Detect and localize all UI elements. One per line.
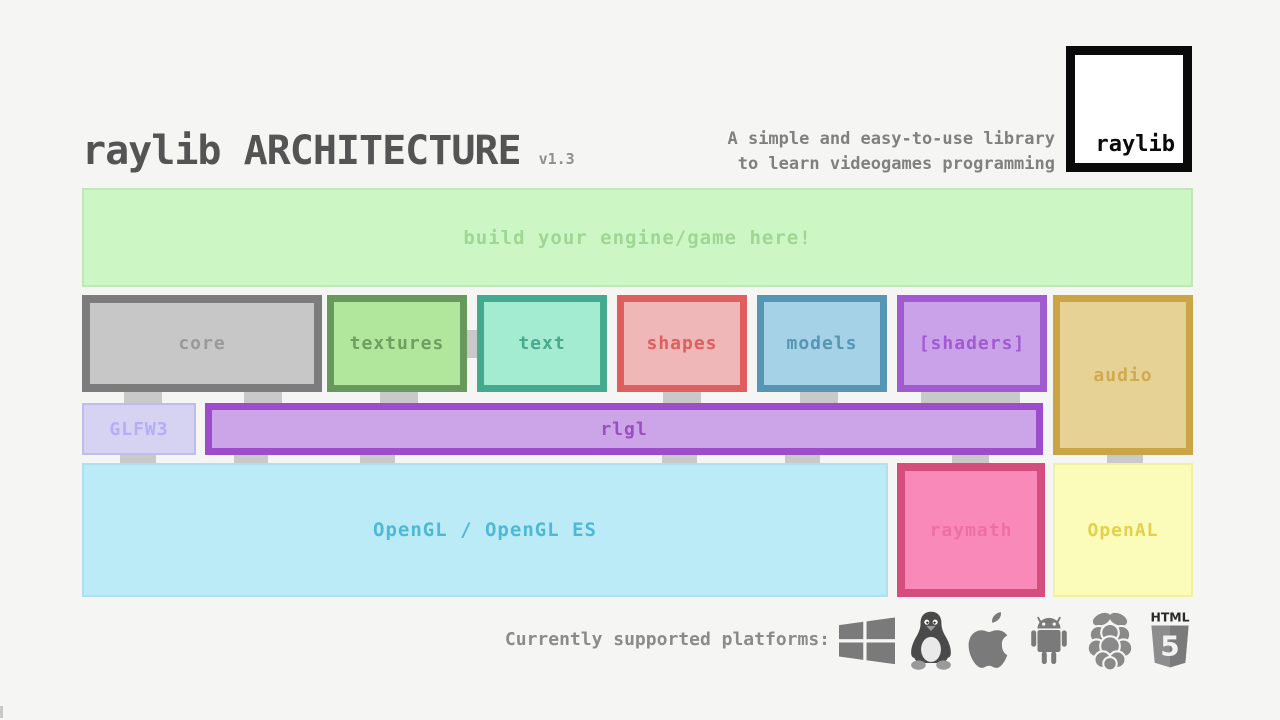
module-models-label: models xyxy=(786,333,858,354)
module-text: text xyxy=(477,295,607,392)
html5-icon: HTML 5 xyxy=(1146,611,1194,671)
platform-icons: HTML 5 xyxy=(837,602,1194,680)
module-core-label: core xyxy=(178,333,226,354)
connector xyxy=(124,388,162,406)
box-glfw3: GLFW3 xyxy=(82,403,196,455)
page-title-group: raylib ARCHITECTURE v1.3 xyxy=(82,128,575,174)
connector xyxy=(921,388,1020,406)
connector xyxy=(663,388,701,406)
module-text-label: text xyxy=(518,333,566,354)
raymath-label: raymath xyxy=(929,519,1013,541)
connector xyxy=(244,388,282,406)
version-label: v1.3 xyxy=(538,150,575,168)
tagline: A simple and easy-to-use library to lear… xyxy=(727,127,1055,177)
connector xyxy=(800,388,838,406)
module-textures-label: textures xyxy=(349,333,445,354)
module-core: core xyxy=(82,295,322,392)
module-audio-label: audio xyxy=(1093,364,1153,386)
raylib-logo: raylib xyxy=(1066,46,1192,172)
raspberrypi-icon xyxy=(1085,611,1135,671)
engine-banner: build your engine/game here! xyxy=(82,188,1193,287)
module-textures: textures xyxy=(327,295,467,392)
box-rlgl: rlgl xyxy=(205,403,1043,455)
module-shaders-label: [shaders] xyxy=(918,333,1026,354)
module-audio: audio xyxy=(1053,295,1193,455)
tagline-line2: to learn videogames programming xyxy=(737,154,1055,174)
page-title: raylib ARCHITECTURE xyxy=(82,128,522,174)
tagline-line1: A simple and easy-to-use library xyxy=(727,129,1055,149)
openal-label: OpenAL xyxy=(1087,519,1159,541)
android-icon xyxy=(1024,612,1074,670)
glfw3-label: GLFW3 xyxy=(109,418,169,440)
apple-icon xyxy=(965,612,1013,670)
connector xyxy=(380,388,418,406)
box-raymath: raymath xyxy=(897,463,1045,597)
svg-text:5: 5 xyxy=(1160,629,1179,662)
edge-tick xyxy=(0,706,3,718)
module-models: models xyxy=(757,295,887,392)
box-opengl: OpenGL / OpenGL ES xyxy=(82,463,888,597)
opengl-label: OpenGL / OpenGL ES xyxy=(373,519,597,541)
platforms-label: Currently supported platforms: xyxy=(504,629,830,650)
box-openal: OpenAL xyxy=(1053,463,1193,597)
engine-banner-label: build your engine/game here! xyxy=(463,226,812,249)
raylib-logo-text: raylib xyxy=(1095,132,1175,157)
windows-icon xyxy=(837,613,897,669)
module-shapes: shapes xyxy=(617,295,747,392)
rlgl-label: rlgl xyxy=(600,418,648,440)
svg-text:HTML: HTML xyxy=(1150,611,1189,624)
module-shapes-label: shapes xyxy=(646,333,718,354)
module-shaders: [shaders] xyxy=(897,295,1047,392)
linux-icon xyxy=(908,610,954,672)
